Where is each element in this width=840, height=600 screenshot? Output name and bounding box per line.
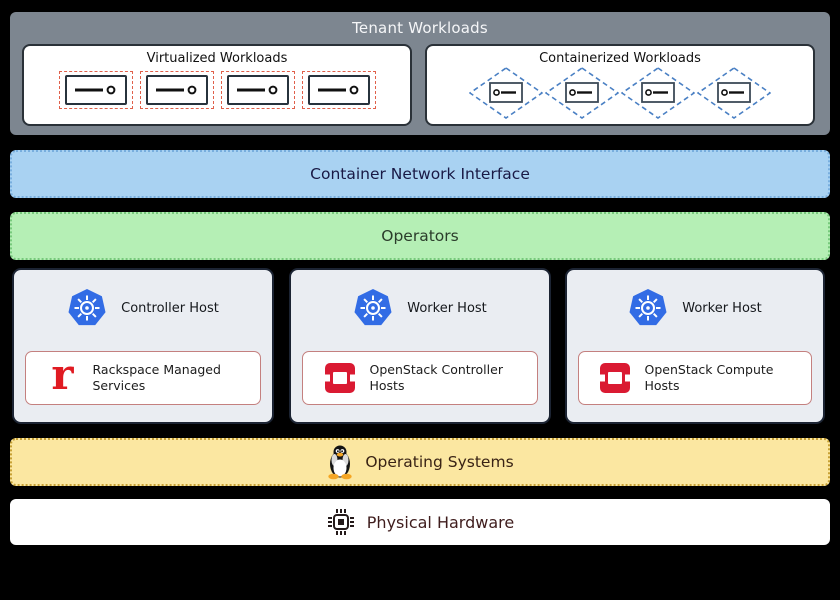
kubernetes-icon bbox=[67, 288, 107, 329]
container-diamond-icon bbox=[545, 67, 619, 119]
container-network-interface-layer: Container Network Interface bbox=[10, 150, 830, 198]
virtual-machine-server-icon bbox=[64, 75, 127, 105]
openstack-logo-icon bbox=[321, 361, 359, 395]
virtual-machine-server-icon bbox=[307, 75, 370, 105]
openstack-logo-icon bbox=[596, 361, 634, 395]
worker-host-card-compute: Worker Host OpenStack Compute Hosts bbox=[565, 268, 825, 424]
virtualized-workloads-title: Virtualized Workloads bbox=[146, 51, 288, 66]
host-header: Controller Host bbox=[14, 288, 272, 329]
openstack-compute-hosts-box: OpenStack Compute Hosts bbox=[578, 351, 812, 405]
vm-slot bbox=[139, 71, 214, 109]
tenant-workloads-title: Tenant Workloads bbox=[352, 19, 488, 37]
service-label: Rackspace Managed Services bbox=[92, 361, 221, 393]
cni-label: Container Network Interface bbox=[310, 165, 530, 183]
host-role-label: Controller Host bbox=[121, 301, 219, 316]
physical-hardware-label: Physical Hardware bbox=[366, 512, 515, 532]
container-diamond-icon bbox=[621, 67, 695, 119]
vm-slot bbox=[220, 71, 295, 109]
vm-slot bbox=[301, 71, 376, 109]
rackspace-managed-services-box: r Rackspace Managed Services bbox=[25, 351, 261, 405]
operating-systems-label: Operating Systems bbox=[365, 453, 514, 471]
tenant-workloads-section: Tenant Workloads Virtualized Workloads C… bbox=[10, 12, 830, 135]
host-role-label: Worker Host bbox=[407, 301, 487, 316]
host-header: Worker Host bbox=[291, 288, 549, 329]
vm-slot bbox=[58, 71, 133, 109]
operators-label: Operators bbox=[381, 227, 459, 245]
operators-layer: Operators bbox=[10, 212, 830, 260]
containerized-workloads-panel: Containerized Workloads bbox=[425, 44, 815, 126]
container-diamond-icon bbox=[697, 67, 771, 119]
worker-host-card-controller: Worker Host OpenStack Controller Hosts bbox=[289, 268, 551, 424]
virtual-machine-server-icon bbox=[145, 75, 208, 105]
rackspace-logo-icon: r bbox=[51, 350, 74, 399]
service-label: OpenStack Controller Hosts bbox=[369, 361, 503, 393]
kubernetes-icon bbox=[628, 288, 668, 329]
container-diamond-icon bbox=[469, 67, 543, 119]
openstack-controller-hosts-box: OpenStack Controller Hosts bbox=[302, 351, 538, 405]
host-role-label: Worker Host bbox=[682, 301, 762, 316]
cpu-chip-icon bbox=[326, 507, 356, 537]
container-row bbox=[427, 67, 813, 119]
controller-host-card: Controller Host r Rackspace Managed Serv… bbox=[12, 268, 274, 424]
host-header: Worker Host bbox=[567, 288, 823, 329]
virtual-machine-server-icon bbox=[226, 75, 289, 105]
vm-row bbox=[24, 71, 410, 109]
kubernetes-icon bbox=[353, 288, 393, 329]
virtualized-workloads-panel: Virtualized Workloads bbox=[22, 44, 412, 126]
linux-tux-icon bbox=[326, 444, 354, 480]
operating-systems-layer: Operating Systems bbox=[10, 438, 830, 486]
physical-hardware-layer: Physical Hardware bbox=[10, 499, 830, 545]
containerized-workloads-title: Containerized Workloads bbox=[539, 51, 701, 66]
service-label: OpenStack Compute Hosts bbox=[644, 361, 774, 393]
